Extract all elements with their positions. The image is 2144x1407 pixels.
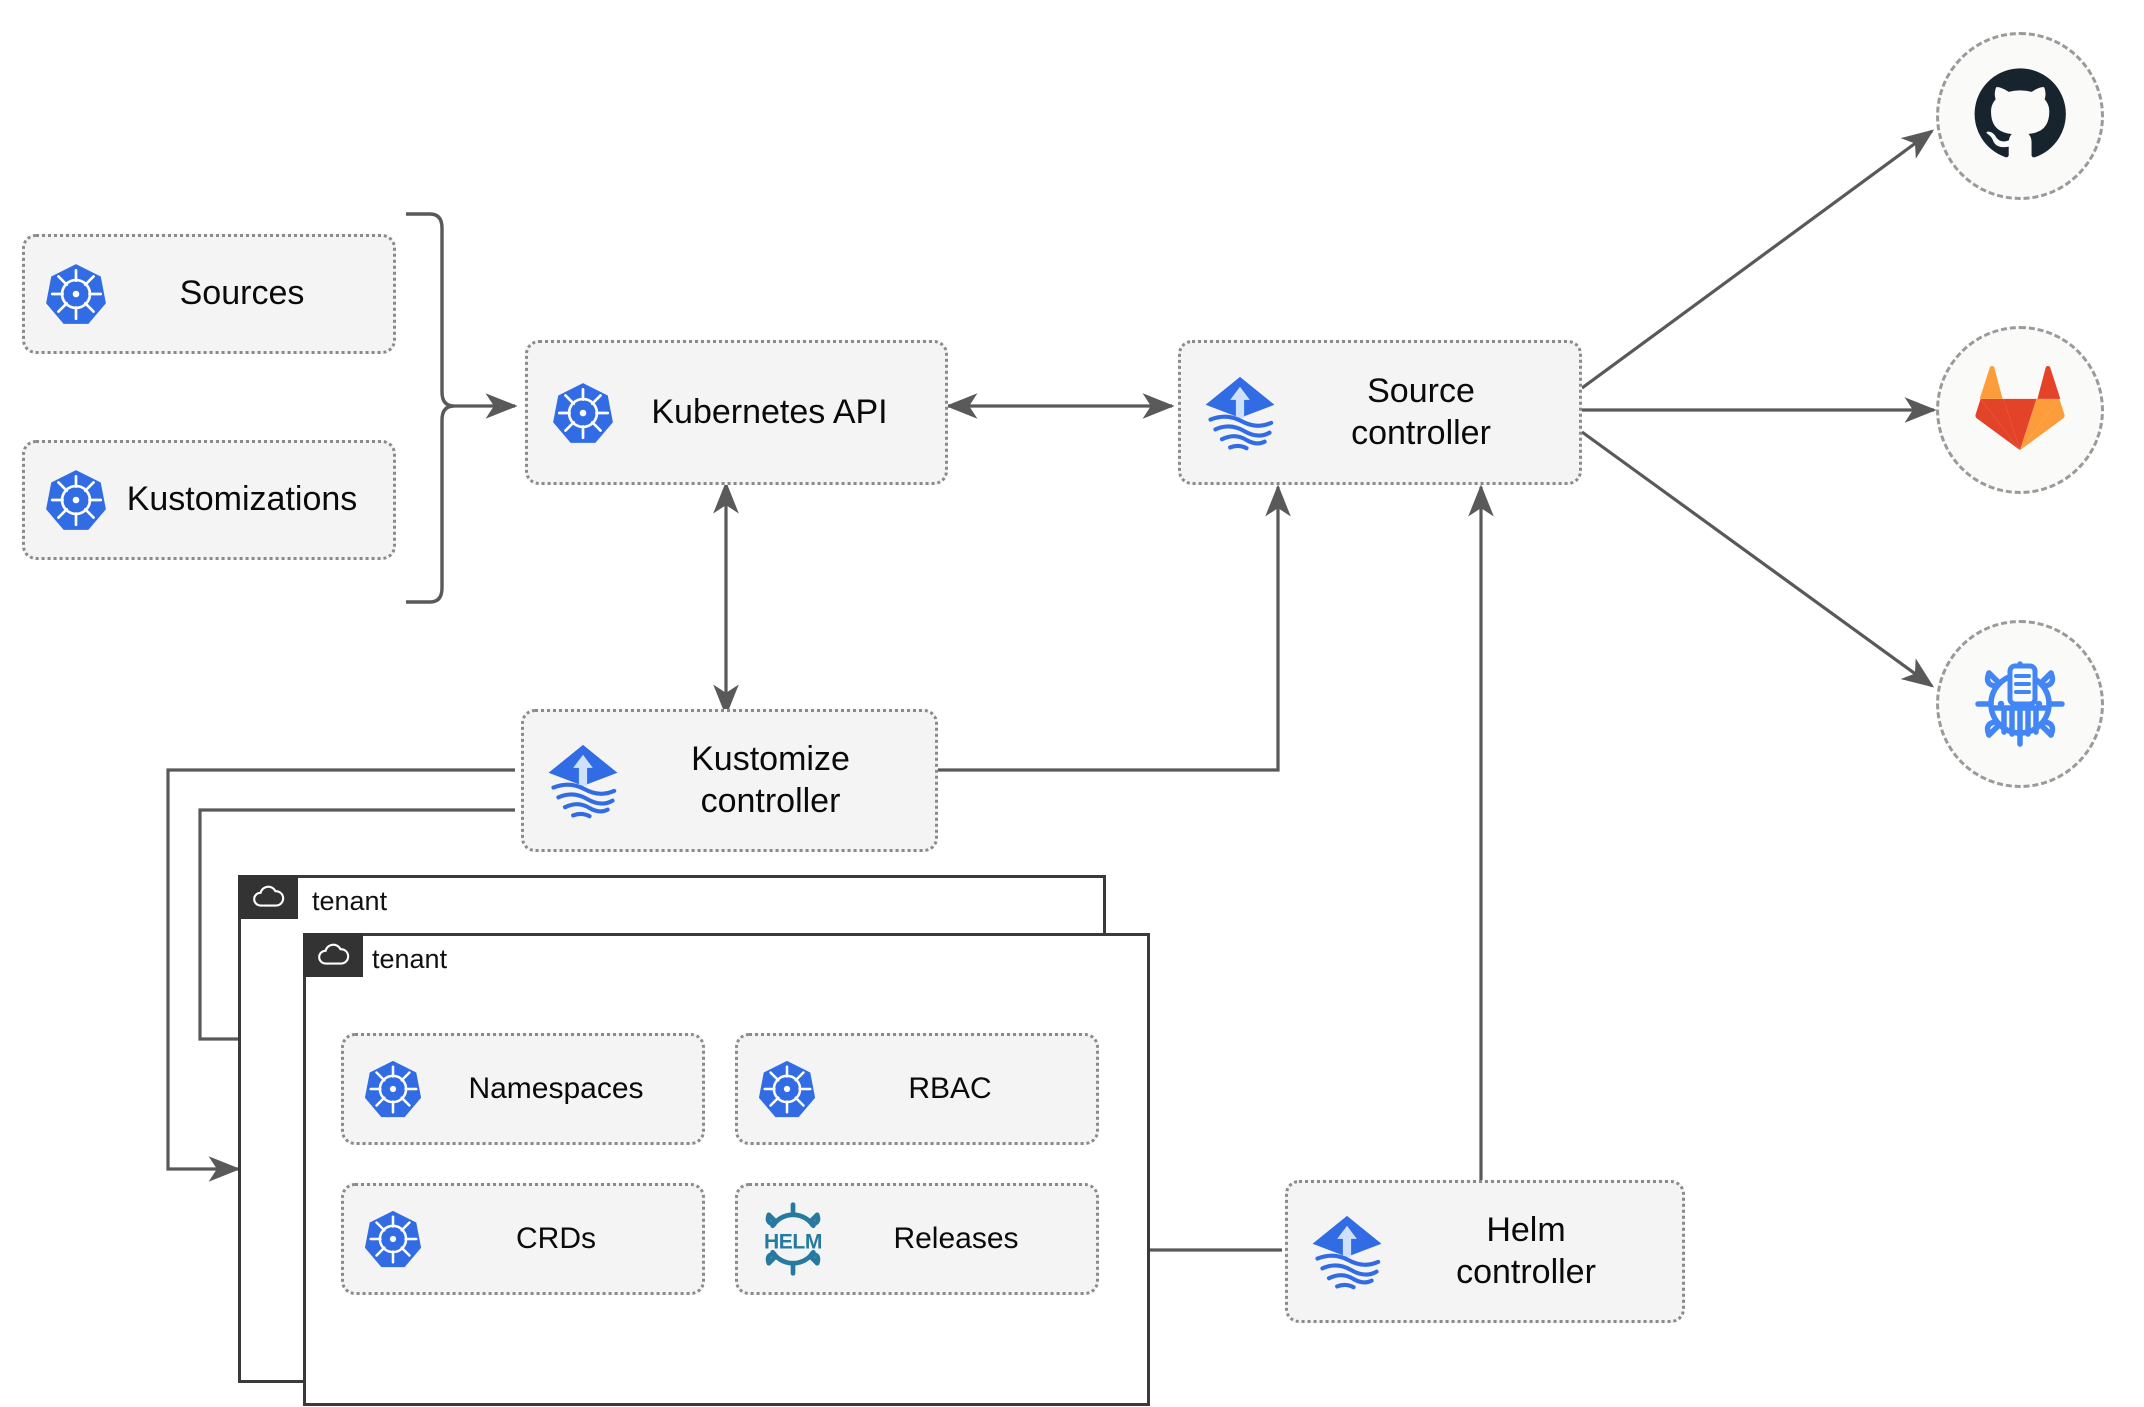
kubernetes-icon bbox=[43, 467, 109, 533]
node-label: Kubernetes API bbox=[651, 392, 888, 431]
kubernetes-icon bbox=[360, 1056, 426, 1122]
wire-kustomize-source bbox=[938, 484, 1291, 772]
helm-icon: HELM bbox=[754, 1200, 832, 1278]
kubernetes-icon bbox=[754, 1056, 820, 1122]
node-source-controller[interactable]: Source controller bbox=[1178, 340, 1582, 485]
node-kubernetes-api[interactable]: Kubernetes API bbox=[525, 340, 948, 485]
node-label: Namespaces bbox=[468, 1071, 644, 1105]
tenant-title-inner: tenant bbox=[372, 944, 448, 974]
node-helm-controller[interactable]: Helm controller bbox=[1285, 1180, 1685, 1323]
tenant-tab-outer bbox=[238, 875, 298, 919]
node-releases[interactable]: HELM Releases bbox=[735, 1183, 1099, 1295]
helm-repository-icon bbox=[1970, 652, 2070, 757]
svg-text:HELM: HELM bbox=[764, 1230, 822, 1253]
github-icon bbox=[1972, 66, 2068, 167]
node-label: Kustomize controller bbox=[691, 740, 850, 820]
node-label: Kustomizations bbox=[126, 480, 358, 519]
node-sources[interactable]: Sources bbox=[22, 234, 396, 354]
node-label: CRDs bbox=[516, 1221, 596, 1255]
cloud-icon bbox=[253, 885, 285, 907]
node-namespaces[interactable]: Namespaces bbox=[341, 1033, 705, 1145]
node-label: RBAC bbox=[908, 1071, 992, 1105]
node-label: Helm controller bbox=[1456, 1211, 1596, 1291]
node-label: Source controller bbox=[1351, 372, 1491, 452]
cloud-icon bbox=[318, 943, 350, 965]
node-github[interactable] bbox=[1936, 32, 2104, 200]
flux-icon bbox=[542, 740, 624, 822]
node-kustomizations[interactable]: Kustomizations bbox=[22, 440, 396, 560]
flux-icon bbox=[1199, 372, 1281, 454]
wire-source-github bbox=[1581, 129, 1935, 390]
tenant-tab-inner bbox=[303, 933, 363, 977]
tenant-panel-inner[interactable] bbox=[303, 933, 1150, 1406]
grouping-brace bbox=[406, 212, 455, 604]
gitlab-icon bbox=[1974, 364, 2066, 457]
wire-source-bucket bbox=[1581, 430, 1935, 688]
flux-icon bbox=[1306, 1211, 1388, 1293]
kubernetes-icon bbox=[360, 1206, 426, 1272]
kubernetes-icon bbox=[43, 261, 109, 327]
node-gitlab[interactable] bbox=[1936, 326, 2104, 494]
node-label: Releases bbox=[893, 1221, 1019, 1255]
node-label: Sources bbox=[179, 274, 305, 313]
kubernetes-icon bbox=[550, 380, 616, 446]
tenant-title-outer: tenant bbox=[312, 886, 388, 916]
node-crds[interactable]: CRDs bbox=[341, 1183, 705, 1295]
node-kustomize-controller[interactable]: Kustomize controller bbox=[521, 709, 938, 852]
node-rbac[interactable]: RBAC bbox=[735, 1033, 1099, 1145]
node-helm-repository[interactable] bbox=[1936, 620, 2104, 788]
